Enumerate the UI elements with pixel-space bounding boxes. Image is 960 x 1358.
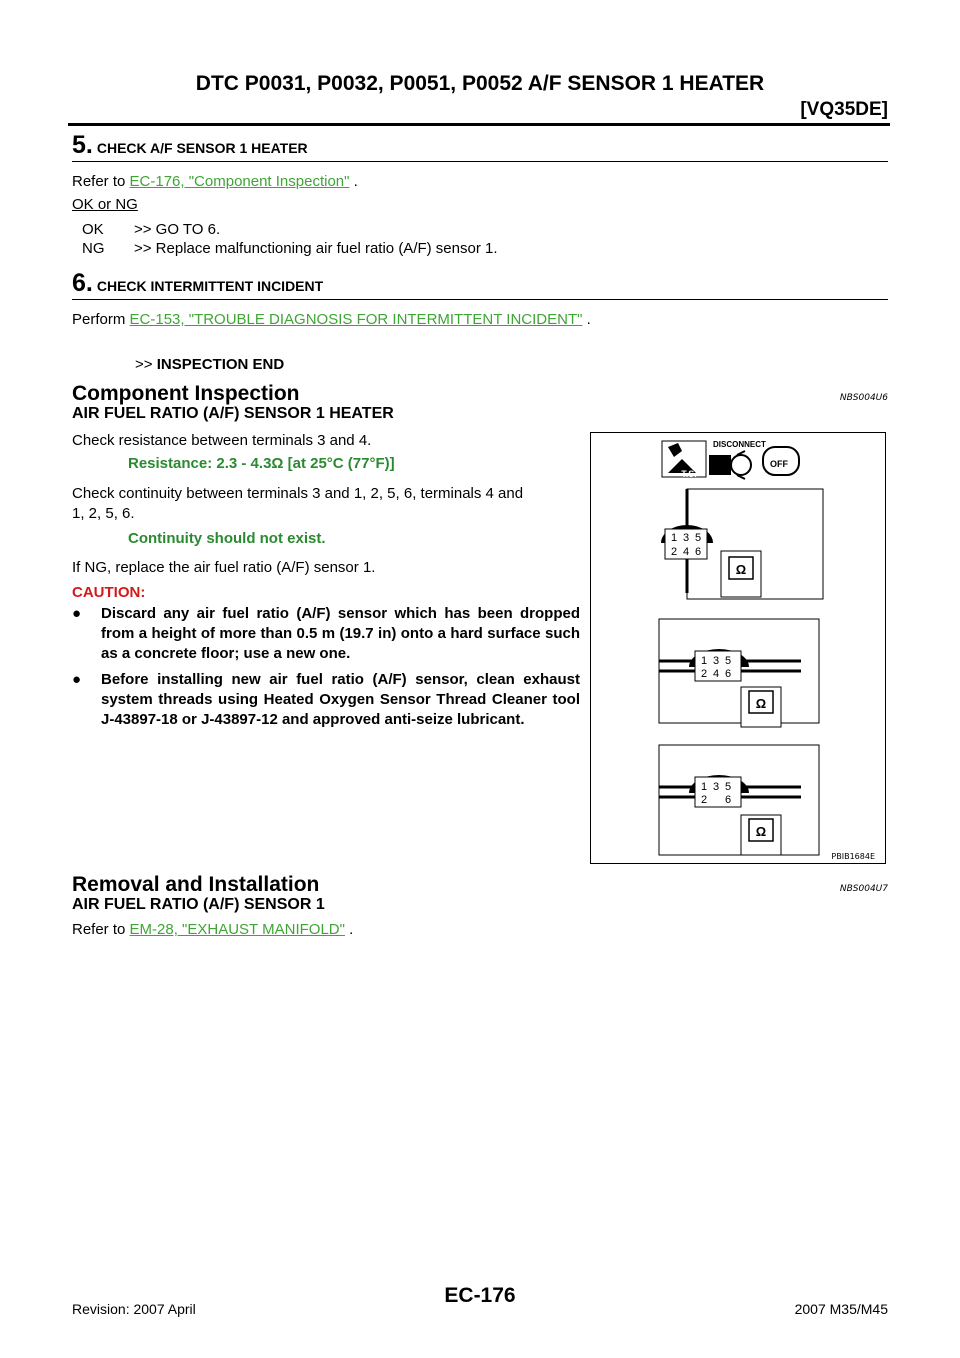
- check-resistance-text: Check resistance between terminals 3 and…: [72, 432, 372, 449]
- ng-action: >> Replace malfunctioning air fuel ratio…: [134, 240, 498, 257]
- check-continuity-line-1: Check continuity between terminals 3 and…: [72, 485, 524, 502]
- refer-prefix: Refer to: [72, 921, 130, 938]
- inspection-end-text: INSPECTION END: [156, 356, 285, 373]
- engine-variant: [VQ35DE]: [800, 99, 888, 120]
- removal-installation-title: Removal and Installation: [72, 873, 320, 896]
- wiring-diagram: T.S. DISCONNECT OFF 1 3 5 2 4 6 Ω: [658, 440, 875, 861]
- ohmmeter-icon: Ω: [736, 562, 746, 577]
- resistance-spec: Resistance: 2.3 - 4.3Ω [at 25°C (77°F)]: [128, 455, 395, 472]
- ng-result-row: NG >> Replace malfunctioning air fuel rat…: [82, 240, 498, 257]
- ok-or-ng-label: OK or NG: [72, 196, 138, 213]
- continuity-spec: Continuity should not exist.: [128, 530, 326, 547]
- terminal-label: 2: [701, 668, 707, 680]
- ok-label: OK: [82, 221, 104, 238]
- wiring-diagram-figure: T.S. DISCONNECT OFF 1 3 5 2 4 6 Ω: [590, 432, 886, 864]
- terminal-label: 3: [683, 532, 689, 544]
- step-title: CHECK INTERMITTENT INCIDENT: [96, 278, 324, 294]
- header-divider: [68, 123, 890, 126]
- step-divider: [72, 161, 888, 162]
- model-text: 2007 M35/M45: [794, 1301, 888, 1317]
- step-6-heading: 6.CHECK INTERMITTENT INCIDENT: [72, 269, 888, 298]
- terminal-label: 4: [713, 668, 719, 680]
- refer-prefix: Refer to: [72, 173, 130, 190]
- terminal-label: 6: [725, 794, 731, 806]
- step-6-perform: Perform EC-153, "TROUBLE DIAGNOSIS FOR I…: [72, 311, 591, 328]
- revision-text: Revision: 2007 April: [72, 1301, 196, 1317]
- if-ng-text: If NG, replace the air fuel ratio (A/F) …: [72, 559, 376, 576]
- circuit-3: [658, 744, 820, 856]
- ts-label: T.S.: [681, 469, 697, 479]
- ohmmeter-icon: Ω: [756, 696, 766, 711]
- page-number: EC-176: [444, 1284, 516, 1307]
- terminal-label: 6: [725, 668, 731, 680]
- connector-disconnect-icon: [709, 450, 752, 480]
- exhaust-manifold-link[interactable]: EM-28, "EXHAUST MANIFOLD": [129, 921, 345, 938]
- step-number: 6.: [72, 269, 93, 297]
- terminal-label: 5: [725, 655, 731, 667]
- terminal-label: 2: [701, 794, 707, 806]
- af-sensor-subtitle: AIR FUEL RATIO (A/F) SENSOR 1: [72, 896, 325, 913]
- ok-result-row: OK >> GO TO 6.: [82, 221, 220, 238]
- disconnect-label: DISCONNECT: [713, 440, 766, 449]
- step-5-heading: 5.CHECK A/F SENSOR 1 HEATER: [72, 131, 888, 160]
- ignition-key-off-icon: OFF: [762, 446, 800, 476]
- terminal-label: 5: [725, 781, 731, 793]
- step-5-refer: Refer to EC-176, "Component Inspection" …: [72, 173, 358, 190]
- ignition-tool-icon: [661, 440, 707, 478]
- terminal-label: 6: [695, 546, 701, 558]
- intermittent-incident-link[interactable]: EC-153, "TROUBLE DIAGNOSIS FOR INTERMITT…: [129, 311, 583, 328]
- terminal-label: 5: [695, 532, 701, 544]
- terminal-label: 2: [671, 546, 677, 558]
- terminal-label: 3: [713, 655, 719, 667]
- ng-label: NG: [82, 240, 105, 257]
- refer-suffix: .: [349, 173, 358, 190]
- circuit-2: [658, 618, 820, 728]
- terminal-label: 1: [701, 655, 707, 667]
- bullet-text: Discard any air fuel ratio (A/F) sensor …: [101, 605, 580, 662]
- step-number: 5.: [72, 131, 93, 159]
- ok-action: >> GO TO 6.: [134, 221, 221, 238]
- check-continuity-line-2: 1, 2, 5, 6.: [72, 505, 135, 522]
- page-title: DTC P0031, P0032, P0051, P0052 A/F SENSO…: [195, 72, 765, 95]
- step-title: CHECK A/F SENSOR 1 HEATER: [96, 140, 308, 156]
- af-sensor-heater-subtitle: AIR FUEL RATIO (A/F) SENSOR 1 HEATER: [72, 405, 394, 422]
- component-inspection-link[interactable]: EC-176, "Component Inspection": [129, 173, 350, 190]
- removal-refer: Refer to EM-28, "EXHAUST MANIFOLD" .: [72, 921, 353, 938]
- circuit-1: [661, 488, 824, 600]
- terminal-label: 3: [713, 781, 719, 793]
- perform-prefix: Perform: [72, 311, 130, 328]
- caution-bullet: ● Discard any air fuel ratio (A/F) senso…: [72, 604, 580, 664]
- caution-bullet: ● Before installing new air fuel ratio (…: [72, 670, 580, 730]
- section-code: NBS004U6: [839, 393, 888, 403]
- caution-heading: CAUTION:: [72, 584, 146, 601]
- perform-suffix: .: [582, 311, 591, 328]
- bullet-icon: ●: [72, 605, 82, 622]
- off-label: OFF: [770, 459, 788, 469]
- terminal-label: 1: [701, 781, 707, 793]
- step-divider: [72, 299, 888, 300]
- section-code: NBS004U7: [839, 884, 888, 894]
- ohmmeter-icon: Ω: [756, 824, 766, 839]
- figure-id: PBIB1684E: [831, 852, 875, 861]
- bullet-text: Before installing new air fuel ratio (A/…: [101, 671, 580, 728]
- terminal-label: 4: [683, 546, 689, 558]
- terminal-label: 1: [671, 532, 677, 544]
- bullet-icon: ●: [72, 671, 82, 688]
- refer-suffix: .: [344, 921, 354, 938]
- inspection-end-row: >> INSPECTION END: [135, 356, 284, 373]
- end-arrow: >>: [135, 356, 153, 373]
- component-inspection-title: Component Inspection: [72, 382, 300, 405]
